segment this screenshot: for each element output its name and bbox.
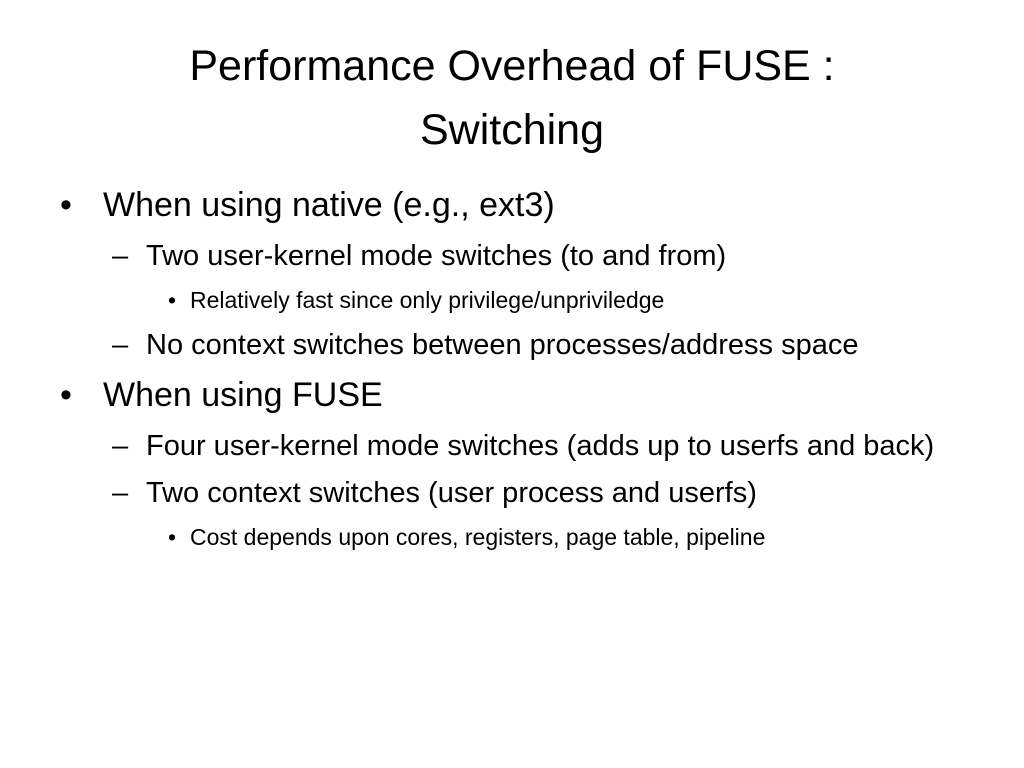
bullet-text: When using native (e.g., ext3) [103,186,555,224]
bullet-marker: • [60,376,72,414]
sub-bullet-item: – No context switches between processes/… [60,325,980,366]
sub-bullet-item: – Two context switches (user process and… [60,473,980,514]
bullet-marker: • [60,186,72,224]
slide-body: • When using native (e.g., ext3) – Two u… [60,182,980,562]
slide-title-line2: Switching [419,106,605,154]
sub-bullet-item: – Two user-kernel mode switches (to and … [60,236,980,277]
sub-bullet-text: No context switches between processes/ad… [146,329,859,361]
bullet-marker: • [168,524,177,550]
dash-marker: – [112,477,129,509]
dash-marker: – [112,430,129,462]
dash-marker: – [112,240,129,272]
slide-title: Performance Overhead of FUSE : Switching [80,34,944,162]
sub-sub-bullet-text: Relatively fast since only privilege/unp… [190,287,665,313]
sub-sub-bullet-text: Cost depends upon cores, registers, page… [190,524,766,550]
sub-bullet-item: – Four user-kernel mode switches (adds u… [60,426,980,467]
sub-bullet-text: Two context switches (user process and u… [146,477,757,509]
sub-bullet-text: Four user-kernel mode switches (adds up … [146,430,935,462]
bullet-item: • When using native (e.g., ext3) [60,182,980,228]
bullet-text: When using FUSE [103,376,383,414]
sub-sub-bullet-item: • Relatively fast since only privilege/u… [60,283,980,317]
slide-title-line1: Performance Overhead of FUSE : [189,42,835,90]
dash-marker: – [112,329,129,361]
bullet-marker: • [168,287,177,313]
bullet-item: • When using FUSE [60,372,980,418]
sub-bullet-text: Two user-kernel mode switches (to and fr… [146,240,727,272]
sub-sub-bullet-item: • Cost depends upon cores, registers, pa… [60,520,980,554]
